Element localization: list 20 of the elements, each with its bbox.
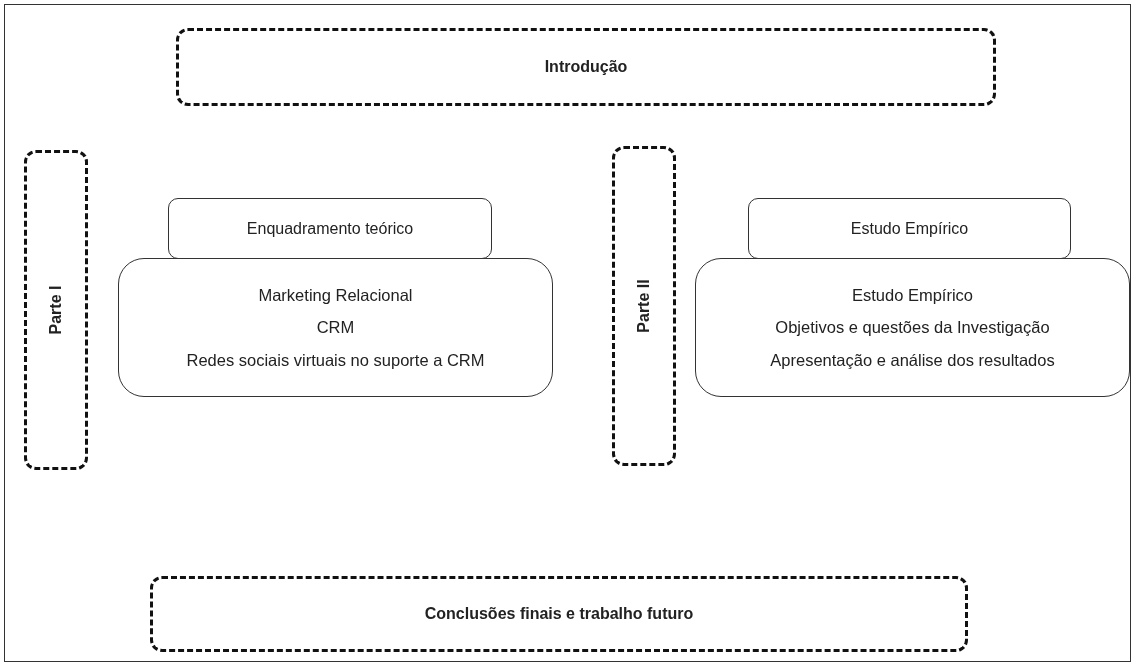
box-label: Introdução [544, 58, 628, 76]
box-label: Redes sociais virtuais no suporte a CRM [186, 349, 485, 371]
topic-box [695, 258, 1130, 397]
topic-box [118, 258, 553, 397]
section-box [176, 28, 996, 106]
box-label: Apresentação e análise dos resultados [770, 349, 1055, 371]
box-label: Enquadramento teórico [246, 219, 414, 238]
box-label: Conclusões finais e trabalho futuro [424, 605, 694, 623]
part-band [24, 150, 88, 470]
part-label: Parte I [47, 285, 65, 335]
box-label: Objetivos e questões da Investigação [775, 317, 1050, 338]
part-band [612, 146, 676, 466]
box-label: Marketing Relacional [258, 284, 413, 306]
box-label: Estudo Empírico [850, 219, 969, 238]
section-box [150, 576, 968, 652]
box-label: CRM [316, 317, 355, 338]
heading-box [748, 198, 1071, 259]
heading-box [168, 198, 492, 259]
box-label: Estudo Empírico [851, 284, 974, 306]
part-label: Parte II [635, 279, 653, 333]
